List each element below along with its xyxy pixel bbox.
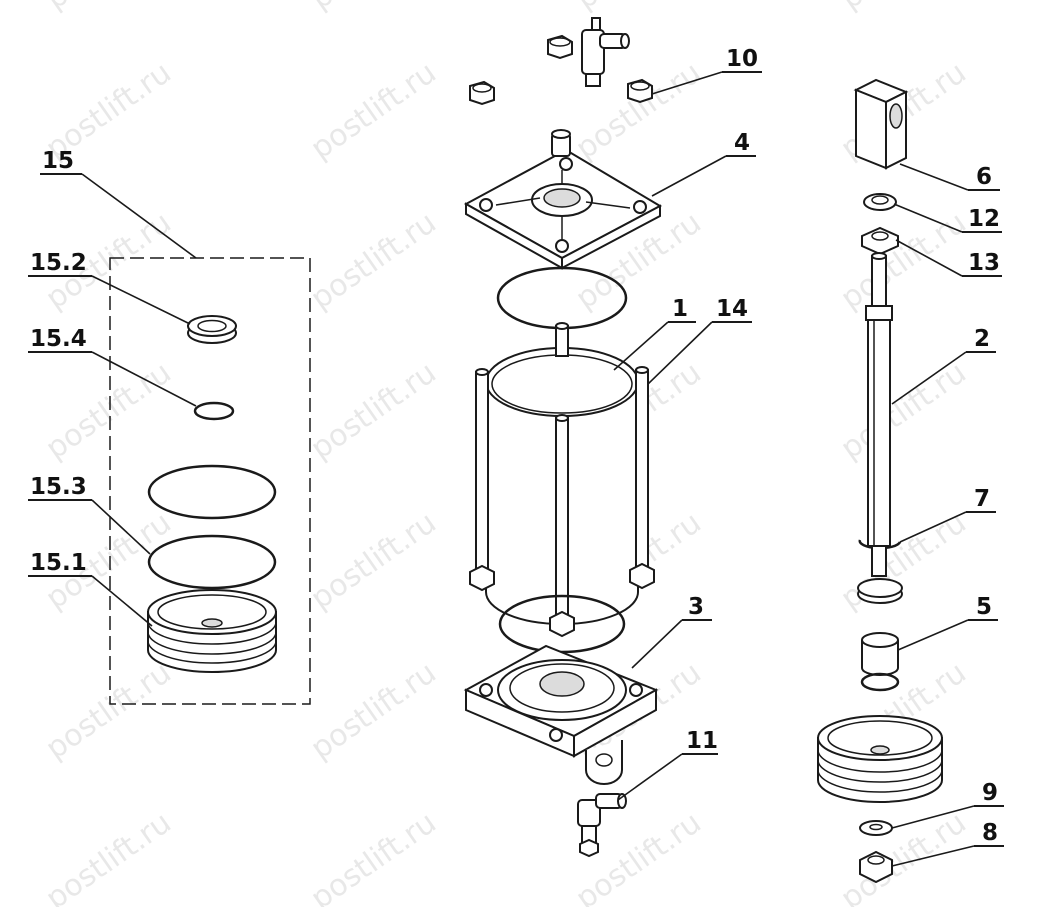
callout-5: 5 [897, 594, 998, 651]
callouts: 15 15.2 15.4 15.3 15.1 10 [28, 46, 1004, 867]
callout-label-14: 14 [716, 296, 748, 322]
callout-label-15-3: 15.3 [30, 474, 87, 500]
callout-label-15-4: 15.4 [30, 326, 87, 352]
seal-kit-15 [109, 257, 311, 705]
callout-13: 13 [895, 239, 1002, 277]
callout-15-2: 15.2 [28, 250, 191, 325]
watermark-text: postlift.ru [835, 805, 973, 907]
part-8-nut [859, 850, 893, 884]
watermark-text: postlift.ru [305, 505, 443, 616]
callout-15: 15 [40, 148, 197, 259]
callout-1: 1 [613, 296, 696, 371]
callout-2: 2 [891, 326, 996, 405]
part-5-bushing [861, 632, 899, 676]
callout-label-7: 7 [974, 486, 990, 512]
callout-label-1: 1 [672, 296, 688, 322]
part-15-1-piston [147, 589, 277, 673]
watermark-text: postlift.ru [305, 0, 443, 17]
part-15-4-o-ring [193, 401, 235, 421]
watermark-text: postlift.ru [835, 205, 973, 316]
watermark-text: postlift.ru [40, 355, 178, 466]
callout-label-15-2: 15.2 [30, 250, 87, 276]
callout-8: 8 [891, 820, 1004, 867]
watermark-text: postlift.ru [570, 0, 708, 17]
part-4-top-cover [463, 129, 663, 270]
piston-rod-assembly [817, 78, 943, 884]
watermark-text: postlift.ru [40, 0, 178, 17]
callout-12: 12 [893, 203, 1002, 233]
kit-dashed-box [109, 257, 311, 705]
callout-label-9: 9 [982, 780, 998, 806]
callout-4: 4 [651, 130, 756, 197]
part-6-rod-end-block [853, 78, 909, 170]
watermark-text: postlift.ru [305, 655, 443, 766]
watermark-text: postlift.ru [835, 355, 973, 466]
part-13-nut [861, 226, 899, 256]
callout-label-8: 8 [982, 820, 998, 846]
callout-15-4: 15.4 [28, 326, 197, 407]
callout-label-6: 6 [976, 164, 992, 190]
part-11-fitting [577, 793, 627, 858]
watermark-text: postlift.ru [305, 205, 443, 316]
part-rod-lower-end [857, 545, 903, 604]
watermark-text: postlift.ru [835, 0, 973, 17]
callout-label-12: 12 [968, 206, 1000, 232]
callout-label-15: 15 [42, 148, 74, 174]
callout-label-13: 13 [968, 250, 1000, 276]
callout-label-5: 5 [976, 594, 992, 620]
part-3-base-plate [463, 644, 659, 785]
callout-15-3: 15.3 [28, 474, 151, 555]
callout-7: 7 [899, 486, 996, 543]
part-12-washer [863, 193, 897, 211]
callout-label-11: 11 [686, 728, 718, 754]
cylinder-assembly [463, 17, 663, 858]
watermark-text: postlift.ru [40, 805, 178, 907]
callout-14: 14 [647, 296, 752, 385]
watermark-text: postlift.ru [835, 505, 973, 616]
callout-label-3: 3 [688, 594, 704, 620]
part-15-3-o-ring [147, 534, 277, 590]
part-9-washer [859, 820, 893, 836]
callout-10: 10 [651, 46, 762, 95]
callout-6: 6 [899, 163, 1000, 191]
callout-label-15-1: 15.1 [30, 550, 87, 576]
callout-15-1: 15.1 [28, 550, 153, 627]
part-piston [817, 715, 943, 803]
callout-label-10: 10 [726, 46, 758, 72]
top-fittings [469, 17, 653, 106]
watermark-text: postlift.ru [305, 355, 443, 466]
part-15-2-lip-seal [187, 315, 237, 344]
callout-label-4: 4 [734, 130, 750, 156]
watermark-text: postlift.ru [40, 655, 178, 766]
part-o-ring-small [860, 672, 900, 692]
callout-3: 3 [631, 594, 712, 669]
callout-label-2: 2 [974, 326, 990, 352]
part-14-tie-rods [469, 322, 655, 638]
callout-9: 9 [891, 780, 1004, 829]
part-o-ring-large [147, 464, 277, 520]
watermark-text: postlift.ru [305, 55, 443, 166]
part-2-piston-rod [865, 252, 893, 547]
callout-11: 11 [617, 728, 718, 801]
watermark-text: postlift.ru [305, 805, 443, 907]
